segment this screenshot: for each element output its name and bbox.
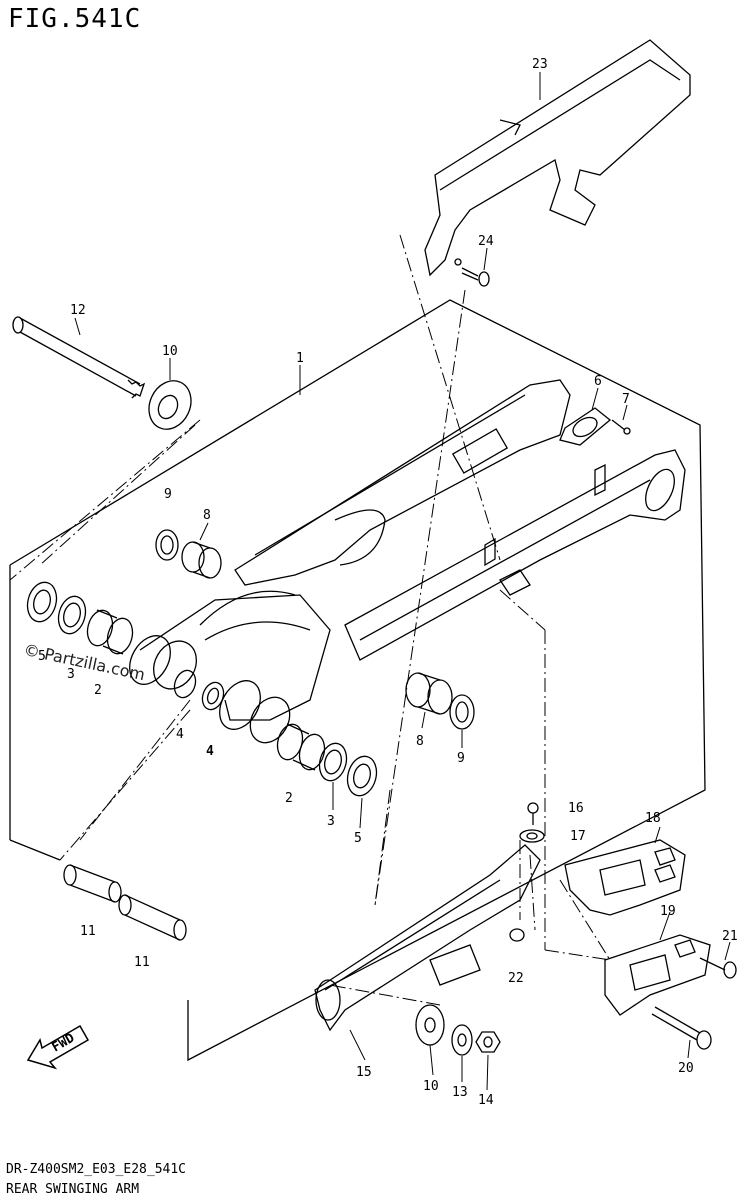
- washer-3-right: [318, 742, 348, 782]
- nut-14: [475, 1031, 501, 1053]
- bolt-21: [699, 957, 737, 979]
- callout-23: 23: [532, 57, 548, 72]
- callout-8-lower: 8: [416, 734, 424, 749]
- screw-7: [611, 419, 631, 435]
- callout-10-upper: 10: [162, 344, 178, 359]
- callout-leaders: [74, 72, 731, 1091]
- leader-lines: [9, 234, 611, 1006]
- callout-24: 24: [478, 234, 494, 249]
- callout-11-left: 11: [80, 924, 96, 939]
- bearing-2-right: [276, 723, 326, 771]
- seal-5-left: [26, 581, 58, 623]
- callout-20: 20: [678, 1061, 694, 1076]
- chain-case-23: [424, 39, 691, 277]
- callout-6: 6: [594, 374, 602, 389]
- callout-15: 15: [356, 1065, 372, 1080]
- callout-13: 13: [452, 1085, 468, 1100]
- chain-buffer-15: [314, 844, 541, 1032]
- callout-5-left: 5: [38, 649, 46, 664]
- callout-21: 21: [722, 929, 738, 944]
- seal-5-right: [346, 755, 378, 797]
- callout-12: 12: [70, 303, 86, 318]
- diagram-code: DR-Z400SM2_E03_E28_541C: [6, 1162, 187, 1177]
- callout-10-lower: 10: [423, 1079, 439, 1094]
- plate-6: [559, 407, 612, 446]
- bolt-20: [651, 1006, 712, 1050]
- callout-14: 14: [478, 1093, 494, 1108]
- callout-4-right: 4: [206, 744, 214, 759]
- pivot-bolt-12: [12, 316, 146, 399]
- bearing-8-lower: [405, 672, 453, 715]
- callout-19: 19: [660, 904, 676, 919]
- figure-title: FIG.541C: [8, 4, 142, 34]
- screw-24: [461, 267, 490, 287]
- callout-2-right: 2: [285, 791, 293, 806]
- callout-numbers: 23 24 12 10 1 6 7 9 8 5 3 2 4 4 8 9 2 3 …: [38, 57, 738, 1108]
- bolt-16: [527, 802, 539, 825]
- washer-10-upper: [148, 380, 192, 430]
- spacer-11: [63, 864, 187, 941]
- seal-9-upper: [155, 529, 179, 561]
- forward-direction-arrow: FWD: [26, 1024, 90, 1070]
- callout-18: 18: [645, 811, 661, 826]
- callout-3-left: 3: [67, 667, 75, 682]
- callout-7: 7: [622, 392, 630, 407]
- callout-5-right: 5: [354, 831, 362, 846]
- callout-3-right: 3: [327, 814, 335, 829]
- assembly-box-outline: [9, 299, 706, 1062]
- washer-10-lower: [415, 1004, 445, 1046]
- washer-3-left: [57, 595, 87, 635]
- washer-17: [519, 829, 545, 843]
- callout-1: 1: [296, 351, 304, 366]
- callout-9-upper: 9: [164, 487, 172, 502]
- diagram-name: REAR SWINGING ARM: [6, 1182, 140, 1197]
- bearing-2-left: [86, 609, 134, 655]
- callout-4-left: 4: [176, 727, 184, 742]
- chain-guide-19: [604, 934, 711, 1016]
- collar-4-left: [173, 669, 197, 699]
- washer-13: [451, 1024, 473, 1056]
- swing-arm-1: [129, 379, 686, 744]
- callout-16: 16: [568, 801, 584, 816]
- chain-guide-18: [564, 839, 686, 916]
- nut-22: [509, 928, 525, 942]
- callout-11: 11: [134, 955, 150, 970]
- seal-9-lower: [449, 694, 475, 730]
- bearing-8-upper: [181, 541, 222, 579]
- callout-9-lower: 9: [457, 751, 465, 766]
- callout-8-upper: 8: [203, 508, 211, 523]
- collar-4: [201, 681, 225, 711]
- callout-17: 17: [570, 829, 586, 844]
- callout-2-left: 2: [94, 683, 102, 698]
- callout-22: 22: [508, 971, 524, 986]
